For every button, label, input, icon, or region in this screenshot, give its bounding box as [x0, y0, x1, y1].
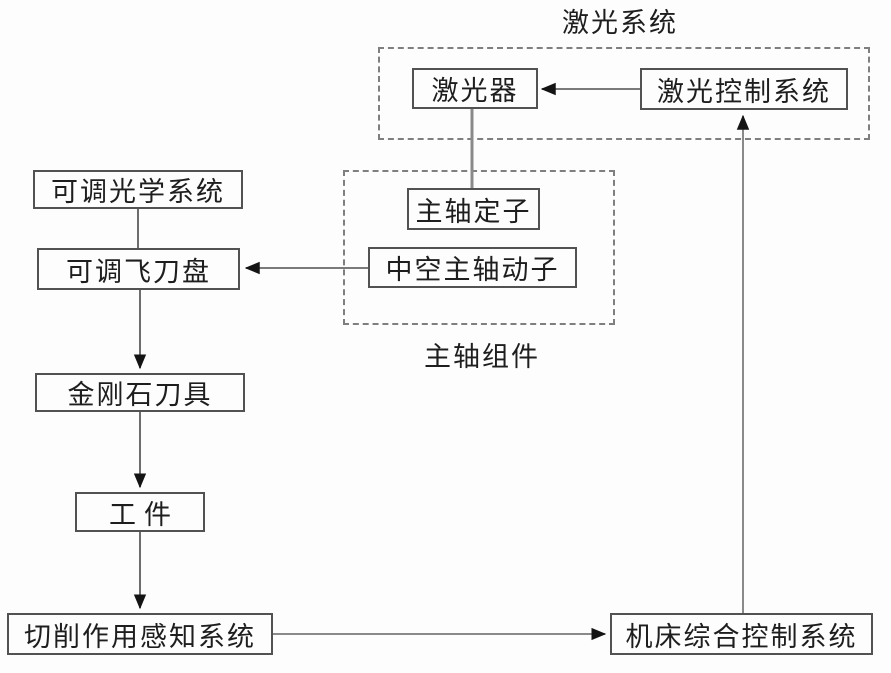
- node-workpiece: 工件: [75, 492, 205, 532]
- node-laser: 激光器: [412, 68, 538, 109]
- node-hollow-spindle-mover: 中空主轴动子: [368, 247, 577, 288]
- node-diamond-tool: 金刚石刀具: [35, 373, 245, 412]
- node-laser-control: 激光控制系统: [640, 68, 848, 110]
- laser-system-group: [378, 47, 870, 140]
- spindle-assembly-group: [343, 170, 615, 325]
- node-adjustable-flycutter: 可调飞刀盘: [37, 248, 240, 290]
- spindle-assembly-label: 主轴组件: [424, 341, 540, 372]
- node-adjustable-optics: 可调光学系统: [33, 170, 243, 209]
- laser-system-label: 激光系统: [562, 7, 678, 38]
- node-machine-control: 机床综合控制系统: [610, 613, 873, 655]
- node-spindle-stator: 主轴定子: [407, 188, 540, 230]
- node-cutting-sensing: 切削作用感知系统: [7, 613, 273, 655]
